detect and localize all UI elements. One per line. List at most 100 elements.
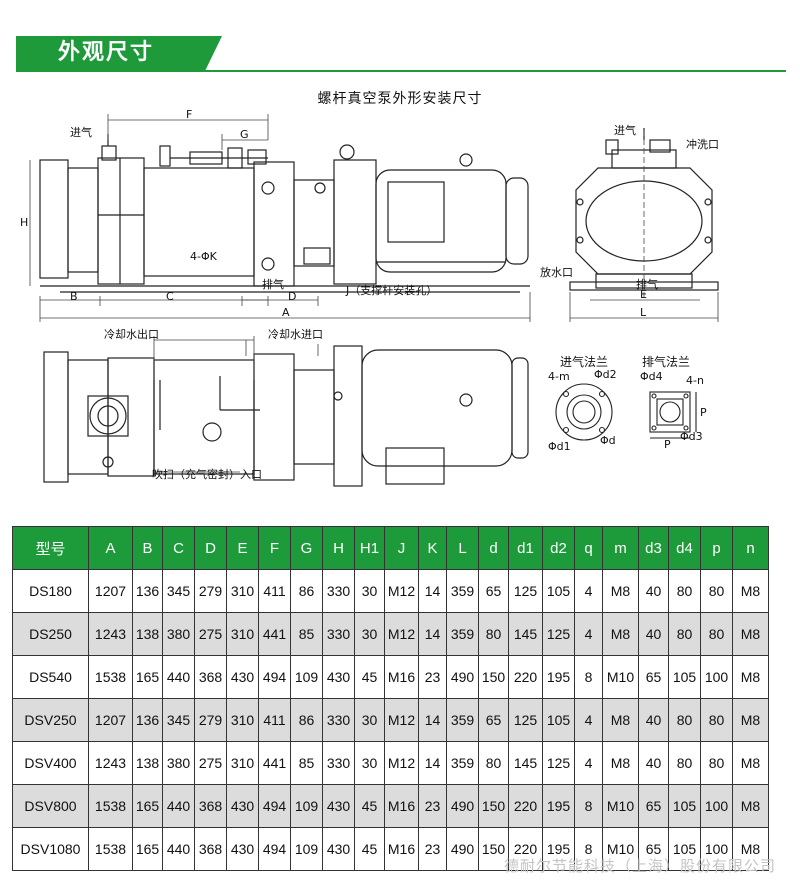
table-cell: 359	[446, 569, 479, 613]
table-header-cell: m	[602, 526, 639, 570]
table-cell: 490	[446, 827, 479, 871]
table-cell: 440	[162, 827, 195, 871]
table-header-cell: L	[446, 526, 479, 570]
table-cell: 14	[418, 612, 447, 656]
model-cell: DSV800	[12, 784, 89, 828]
table-cell: M8	[732, 784, 769, 828]
table-cell: M12	[384, 569, 419, 613]
table-cell: 30	[354, 741, 385, 785]
table-cell: 40	[638, 612, 669, 656]
table-cell: 105	[668, 784, 701, 828]
table-cell: 14	[418, 741, 447, 785]
table-cell: 80	[700, 741, 733, 785]
table-cell: 14	[418, 569, 447, 613]
table-cell: 80	[668, 741, 701, 785]
table-cell: 65	[478, 698, 509, 742]
table-cell: M12	[384, 612, 419, 656]
table-cell: M8	[732, 741, 769, 785]
table-cell: 14	[418, 698, 447, 742]
table-cell: 494	[258, 827, 291, 871]
table-header-cell: d	[478, 526, 509, 570]
table-header-cell: E	[226, 526, 259, 570]
table-cell: 125	[508, 569, 543, 613]
label-G: G	[240, 128, 249, 141]
table-cell: M8	[732, 698, 769, 742]
table-cell: 86	[290, 569, 323, 613]
label-inlet: 进气	[70, 125, 92, 139]
table-cell: 1243	[88, 741, 133, 785]
table-cell: 125	[542, 612, 575, 656]
label-hole: 4-ΦK	[190, 250, 218, 263]
table-header-cell: A	[88, 526, 133, 570]
table-cell: 80	[668, 569, 701, 613]
table-header-cell: J	[384, 526, 419, 570]
label-exhaust-flange: 排气法兰	[642, 354, 690, 369]
table-cell: M8	[732, 612, 769, 656]
table-cell: 80	[478, 741, 509, 785]
table-cell: M8	[602, 612, 639, 656]
table-cell: 45	[354, 784, 385, 828]
table-cell: 30	[354, 698, 385, 742]
table-cell: 345	[162, 569, 195, 613]
label-inlet-flange: 进气法兰	[560, 354, 608, 369]
table-cell: 430	[226, 655, 259, 699]
table-cell: 330	[322, 741, 355, 785]
table-cell: 109	[290, 655, 323, 699]
table-cell: 165	[132, 827, 163, 871]
table-cell: 195	[542, 827, 575, 871]
table-cell: M12	[384, 741, 419, 785]
table-cell: 195	[542, 784, 575, 828]
table-cell: 330	[322, 612, 355, 656]
label-exhaust2: 排气	[636, 277, 658, 291]
table-cell: M8	[732, 827, 769, 871]
table-cell: 4	[574, 569, 603, 613]
label-A: A	[282, 306, 290, 319]
table-cell: 165	[132, 784, 163, 828]
table-cell: 1207	[88, 698, 133, 742]
table-cell: 145	[508, 741, 543, 785]
table-cell: 380	[162, 612, 195, 656]
table-cell: 1538	[88, 784, 133, 828]
drawing-title: 螺杆真空泵外形安装尺寸	[317, 91, 483, 107]
table-cell: M10	[602, 655, 639, 699]
table-cell: 440	[162, 784, 195, 828]
table-cell: 150	[478, 827, 509, 871]
label-cooling-in: 冷却水进口	[268, 328, 323, 341]
table-cell: 30	[354, 569, 385, 613]
table-cell: 100	[700, 784, 733, 828]
table-cell: 359	[446, 612, 479, 656]
table-header-cell: F	[258, 526, 291, 570]
table-cell: 368	[194, 784, 227, 828]
label-n4: 4-n	[686, 374, 704, 387]
label-m4: 4-m	[548, 370, 570, 383]
table-header-cell: d1	[508, 526, 543, 570]
table-cell: 359	[446, 698, 479, 742]
label-d: Φd	[600, 434, 616, 447]
table-cell: 138	[132, 741, 163, 785]
table-cell: 45	[354, 655, 385, 699]
model-cell: DSV250	[12, 698, 89, 742]
table-cell: 368	[194, 655, 227, 699]
table-cell: 105	[668, 827, 701, 871]
table-cell: 494	[258, 784, 291, 828]
table-cell: 411	[258, 569, 291, 613]
model-cell: DSV400	[12, 741, 89, 785]
model-cell: DS250	[12, 612, 89, 656]
table-cell: 23	[418, 827, 447, 871]
model-cell: DSV1080	[12, 827, 89, 871]
table-cell: 80	[668, 612, 701, 656]
table-cell: 40	[638, 741, 669, 785]
table-cell: 441	[258, 612, 291, 656]
label-D: D	[288, 290, 296, 303]
table-cell: 125	[542, 741, 575, 785]
model-cell: DS180	[12, 569, 89, 613]
label-p: P	[700, 406, 707, 419]
table-header-cell: H	[322, 526, 355, 570]
table-header-cell: d2	[542, 526, 575, 570]
table-cell: 109	[290, 827, 323, 871]
table-cell: 494	[258, 655, 291, 699]
table-cell: 125	[508, 698, 543, 742]
table-cell: 220	[508, 827, 543, 871]
